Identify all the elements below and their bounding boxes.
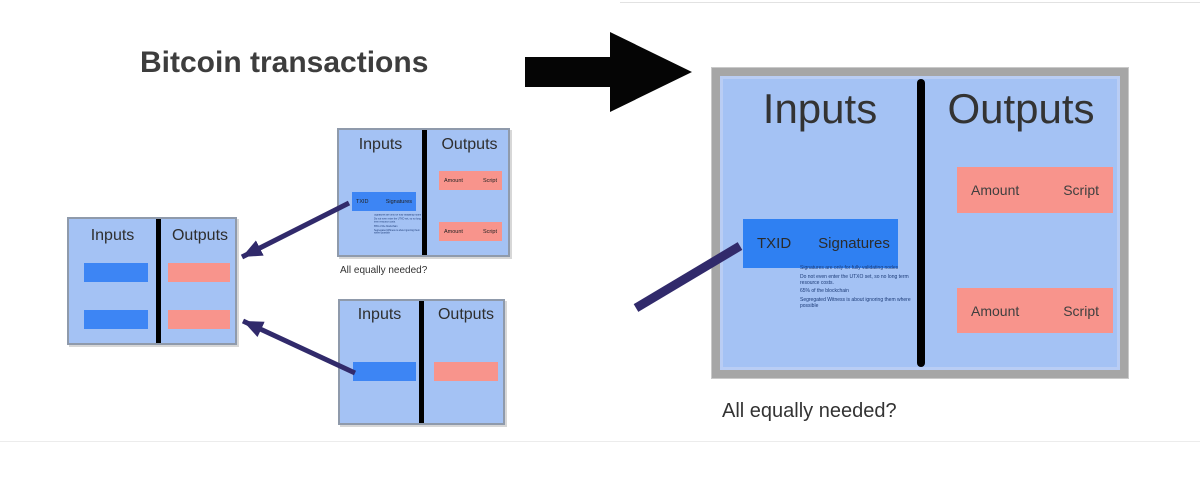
txid-label: TXID — [757, 235, 792, 252]
input-bar — [84, 310, 148, 329]
fine-print-line: Do not even enter the UTXO set, so no lo… — [800, 273, 909, 286]
script-label: Script — [1063, 302, 1099, 319]
fine-print-line: 65% of the blockchain — [800, 288, 849, 295]
note-all-equally-needed: All equally needed? — [722, 400, 897, 422]
column-divider — [422, 130, 427, 255]
amount-label: Amount — [444, 228, 463, 235]
amount-label: Amount — [971, 182, 1020, 198]
inputs-header: Inputs — [762, 85, 878, 132]
slide-edge-top — [620, 2, 1200, 3]
txid-bar: TXID Signatures — [743, 219, 898, 268]
fine-print-line: Signatures are only for fully validating… — [374, 214, 422, 217]
arrow-txid-to-prev-output-1 — [240, 200, 351, 260]
transaction-box-zoomed-fill: Inputs Outputs TXID Signatures Signature… — [720, 76, 1120, 370]
fine-print: Signatures are only for fully validating… — [374, 214, 426, 236]
output-bar — [434, 362, 498, 381]
transaction-box-previous: Inputs Outputs — [67, 217, 237, 345]
output-bar: Amount Script — [957, 167, 1113, 213]
txid-bar: TXID Signatures — [352, 192, 416, 211]
inputs-header: Inputs — [90, 227, 135, 244]
slide-edge-bottom — [0, 441, 1200, 442]
script-label: Script — [482, 228, 497, 235]
inputs-header: Inputs — [357, 306, 402, 323]
script-label: Script — [1063, 182, 1099, 198]
fine-print-line: Signatures are only for fully validating… — [800, 265, 899, 271]
outputs-header: Outputs — [437, 306, 495, 323]
right-arrow-icon — [525, 32, 692, 112]
output-bar — [168, 310, 230, 329]
column-divider — [156, 219, 161, 343]
fine-print-line: 65% of the blockchain — [374, 225, 398, 228]
input-bar — [84, 263, 148, 282]
column-divider — [917, 79, 925, 367]
fine-print-line: Do not even enter the UTXO set, so no lo… — [374, 218, 421, 224]
output-bar — [168, 263, 230, 282]
fine-print-line: Segregated Witness is about ignoring the… — [800, 297, 911, 309]
amount-label: Amount — [971, 302, 1020, 319]
output-bar: Amount Script — [957, 288, 1113, 333]
script-label: Script — [482, 177, 497, 184]
input-bar — [353, 362, 416, 381]
txid-label: TXID — [356, 198, 369, 205]
fine-print: Signatures are only for fully validating… — [800, 265, 922, 313]
output-bar: Amount Script — [439, 171, 502, 190]
transaction-box-detail-small: Inputs Outputs TXID Signatures Signature… — [337, 128, 510, 257]
inputs-header: Inputs — [358, 136, 403, 153]
column-divider — [419, 301, 424, 423]
outputs-header: Outputs — [171, 227, 229, 244]
signatures-label: Signatures — [385, 198, 412, 205]
outputs-header: Outputs — [441, 136, 498, 153]
signatures-label: Signatures — [818, 235, 890, 252]
amount-label: Amount — [444, 177, 463, 184]
fine-print-line: Segregated Witness is about ignoring the… — [374, 229, 420, 235]
transaction-box-zoomed: Inputs Outputs TXID Signatures Signature… — [712, 68, 1128, 378]
page-title: Bitcoin transactions — [140, 46, 429, 79]
transaction-box-spending: Inputs Outputs — [338, 299, 505, 425]
outputs-header: Outputs — [947, 85, 1095, 132]
output-bar: Amount Script — [439, 222, 502, 241]
note-all-equally-needed: All equally needed? — [340, 265, 428, 276]
